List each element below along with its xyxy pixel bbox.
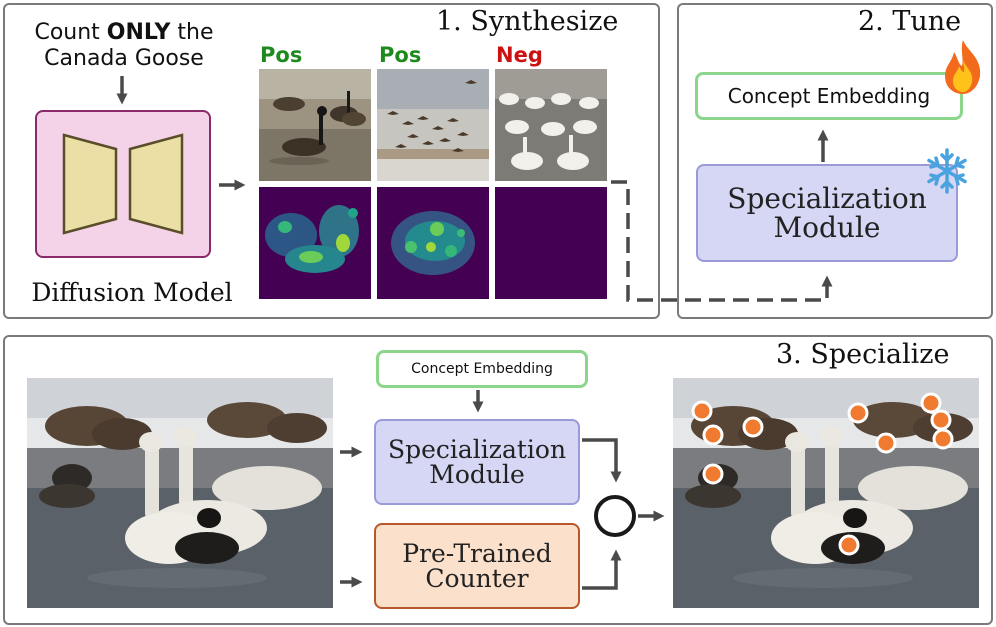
output-image-with-counts xyxy=(673,378,979,608)
sample-label-1: Pos xyxy=(260,43,303,67)
count-marker xyxy=(875,432,897,454)
sample-label-2: Pos xyxy=(379,43,422,67)
specialize-module-line-1: Specialization xyxy=(387,435,567,464)
tune-concept-embedding-label: Concept Embedding xyxy=(727,84,931,108)
synthetic-image-geese-flying xyxy=(377,69,489,181)
fire-icon xyxy=(940,38,986,100)
arrow-module-to-combine xyxy=(582,438,622,483)
tune-concept-embedding-box: Concept Embedding xyxy=(695,72,963,120)
count-marker xyxy=(702,463,724,485)
density-map-2 xyxy=(377,187,489,299)
arrow-synthesize-to-tune xyxy=(611,180,833,302)
prompt-line-2: Canada Goose xyxy=(44,46,204,71)
input-image-swans-geese xyxy=(27,378,333,608)
tune-title: 2. Tune xyxy=(858,6,962,37)
count-marker xyxy=(742,416,764,438)
count-marker xyxy=(838,534,860,556)
synthetic-image-swans xyxy=(495,69,607,181)
density-map-3 xyxy=(495,187,607,299)
tune-module-line-1: Specialization xyxy=(727,182,927,215)
snowflake-icon xyxy=(922,146,972,200)
diffusion-model-label: Diffusion Model xyxy=(31,278,233,307)
combine-operator-icon xyxy=(594,495,636,537)
counter-line-2: Counter xyxy=(425,564,529,593)
diffusion-model-box xyxy=(35,110,211,258)
count-marker xyxy=(847,402,869,424)
tune-module-line-2: Module xyxy=(773,211,881,244)
count-marker xyxy=(920,392,942,414)
specialize-concept-embedding-label: Concept Embedding xyxy=(411,361,553,377)
synthesize-title: 1. Synthesize xyxy=(436,6,619,37)
count-marker xyxy=(932,428,954,450)
density-map-1 xyxy=(259,187,371,299)
count-marker xyxy=(702,424,724,446)
sample-label-3: Neg xyxy=(496,43,543,67)
synthetic-image-geese-on-water xyxy=(259,69,371,181)
prompt-line-1: Count ONLY the xyxy=(34,20,214,45)
prompt-text: Count ONLY the Canada Goose xyxy=(10,20,238,72)
arrow-counter-to-combine xyxy=(582,549,622,590)
count-marker xyxy=(691,400,713,422)
diffusion-unet-icon xyxy=(62,133,184,235)
specialize-concept-embedding-box: Concept Embedding xyxy=(376,350,588,388)
tune-panel xyxy=(677,3,993,319)
counter-line-1: Pre-Trained xyxy=(402,539,552,568)
specialize-title: 3. Specialize xyxy=(776,339,950,370)
specialize-module-line-2: Module xyxy=(429,460,525,489)
pretrained-counter-box: Pre-Trained Counter xyxy=(374,523,580,609)
specialize-specialization-module-box: Specialization Module xyxy=(374,419,580,505)
tune-specialization-module-box: Specialization Module xyxy=(696,164,958,262)
